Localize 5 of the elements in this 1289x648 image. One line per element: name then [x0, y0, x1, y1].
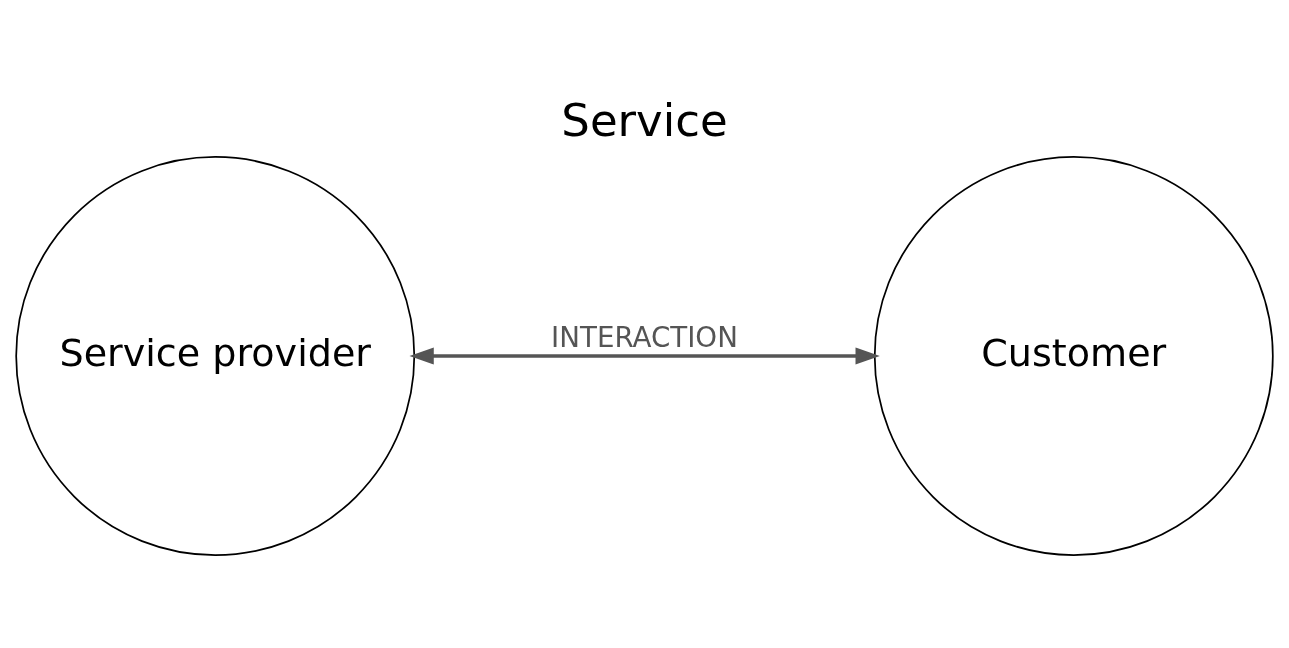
node-circle: Customer — [873, 156, 1274, 556]
arrow — [409, 347, 880, 365]
node-circle: Service provider — [15, 156, 416, 556]
diagram-title: Service — [561, 93, 728, 147]
edge-label: INTERACTION — [551, 321, 738, 355]
